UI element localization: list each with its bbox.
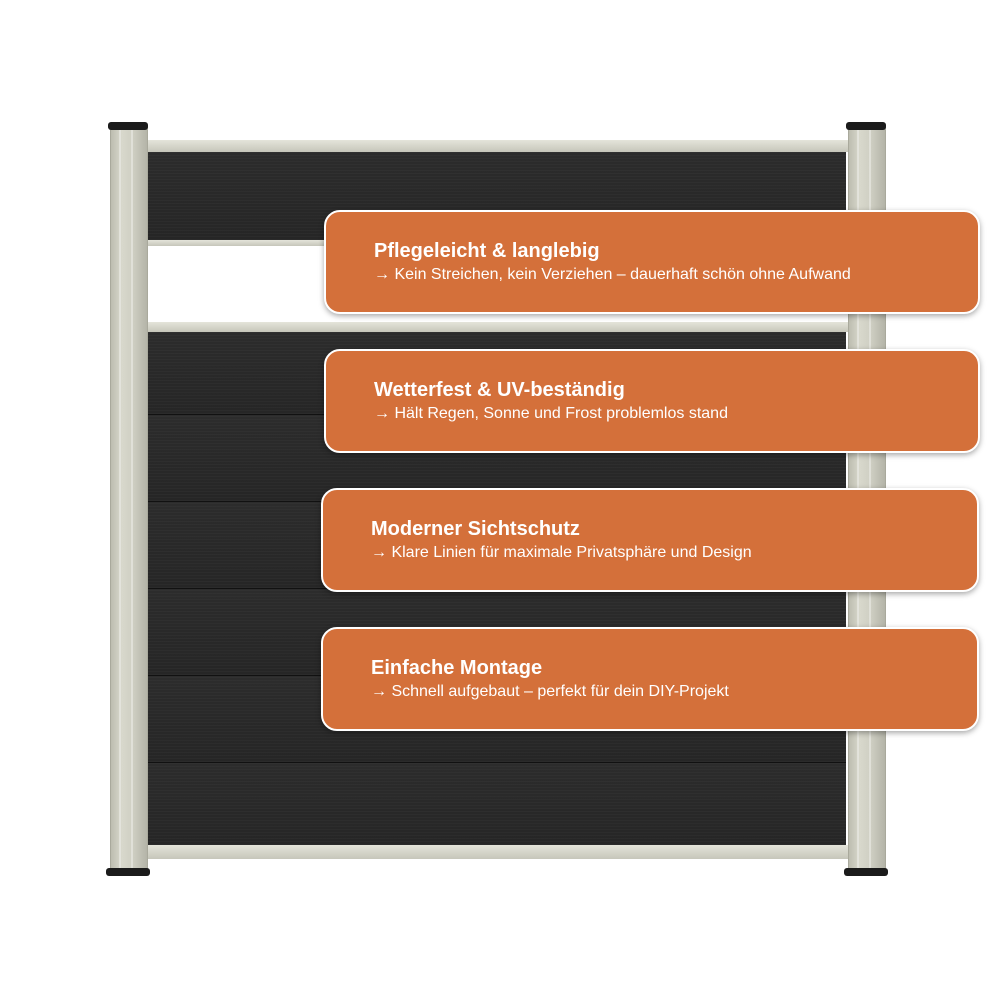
fence-post-left [110,126,148,870]
post-cap-right [846,122,886,130]
bottom-rail [146,845,854,859]
feature-card-privacy: Moderner Sichtschutz → Klare Linien für … [321,488,979,592]
feature-card-care: Pflegeleicht & langlebig → Kein Streiche… [324,210,980,314]
middle-rail-lower [146,322,854,332]
feature-subtitle: → Klare Linien für maximale Privatsphäre… [371,544,752,561]
feature-subtitle: → Kein Streichen, kein Verziehen – dauer… [374,266,851,283]
feature-card-assembly: Einfache Montage → Schnell aufgebaut – p… [321,627,979,731]
feature-card-weather: Wetterfest & UV-beständig → Hält Regen, … [324,349,980,453]
top-rail [146,140,854,152]
post-cap-left [108,122,148,130]
feature-title: Wetterfest & UV-beständig [374,379,625,401]
feature-title: Einfache Montage [371,657,543,679]
feature-subtitle: → Schnell aufgebaut – perfekt für dein D… [371,683,729,700]
post-foot-left [106,868,150,876]
feature-title: Moderner Sichtschutz [371,518,580,540]
post-foot-right [844,868,888,876]
feature-subtitle: → Hält Regen, Sonne und Frost problemlos… [374,405,728,422]
fence-board [146,763,846,846]
feature-title: Pflegeleicht & langlebig [374,240,600,262]
